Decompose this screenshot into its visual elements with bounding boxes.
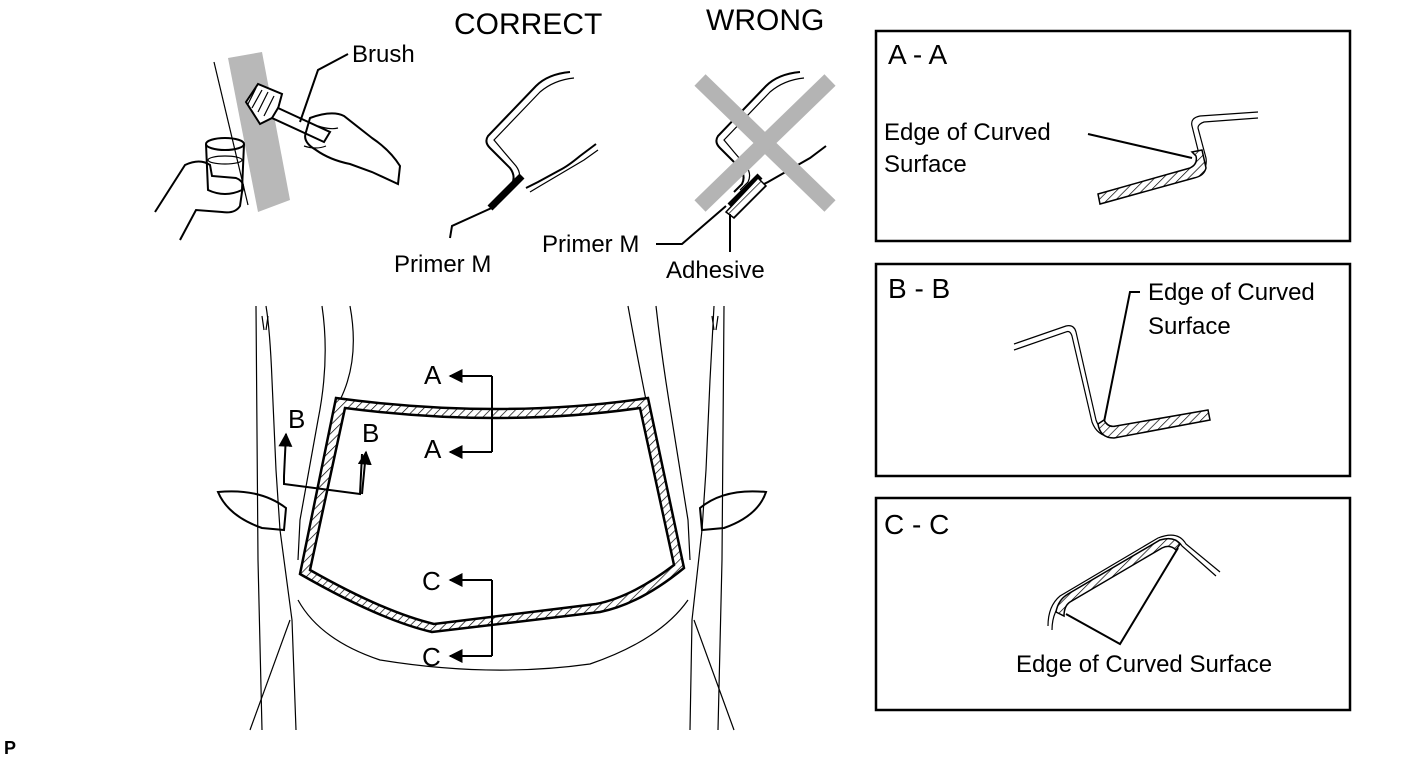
left-mirror — [216, 490, 288, 532]
brush-application-illustration: Brush — [154, 41, 415, 241]
section-c-label-top: C — [422, 566, 441, 596]
panel-a-title: A - A — [888, 39, 947, 70]
section-b-label-left: B — [288, 404, 305, 434]
wrong-primer-sketch: WRONG Primer M Adhesive — [542, 4, 836, 284]
adhesive-label: Adhesive — [666, 257, 765, 284]
adhesive-bead — [724, 176, 768, 219]
correct-primer-label: Primer M — [394, 251, 491, 278]
section-panel-b: B - B Edge of Curved Surface — [874, 262, 1352, 478]
panel-c-note: Edge of Curved Surface — [1016, 651, 1272, 678]
panel-c-title: C - C — [884, 509, 949, 540]
panel-b-title: B - B — [888, 273, 950, 304]
brush-leader-line — [299, 53, 349, 123]
correct-primer-band — [487, 173, 525, 211]
panel-b-note-line2: Surface — [1148, 313, 1231, 340]
panel-a-note-line2: Surface — [884, 151, 967, 178]
section-a-label-bottom: A — [424, 434, 442, 464]
section-b-label-right: B — [362, 418, 379, 448]
wrong-primer-label: Primer M — [542, 231, 639, 258]
wrong-title: WRONG — [706, 4, 824, 37]
brush-label: Brush — [352, 41, 415, 68]
left-hand — [154, 160, 245, 241]
right-hand — [304, 112, 402, 186]
section-panel-a: A - A Edge of Curved Surface — [874, 29, 1352, 243]
glass-edge-strip — [228, 52, 290, 212]
section-a-label-top: A — [424, 360, 442, 390]
right-mirror — [698, 490, 768, 532]
figure-code: P — [4, 738, 16, 758]
windshield-glass — [298, 396, 686, 634]
brush-icon — [244, 82, 332, 144]
section-panel-c: C - C Edge of Curved Surface — [874, 496, 1352, 712]
vehicle-body-outline — [216, 305, 768, 731]
correct-primer-sketch: CORRECT Primer M — [394, 8, 602, 278]
section-c-label-bottom: C — [422, 642, 441, 672]
section-markers: A A B B C C — [278, 360, 493, 672]
correct-title: CORRECT — [454, 8, 602, 41]
panel-a-note-line1: Edge of Curved — [884, 119, 1051, 146]
panel-b-note-line1: Edge of Curved — [1148, 279, 1315, 306]
